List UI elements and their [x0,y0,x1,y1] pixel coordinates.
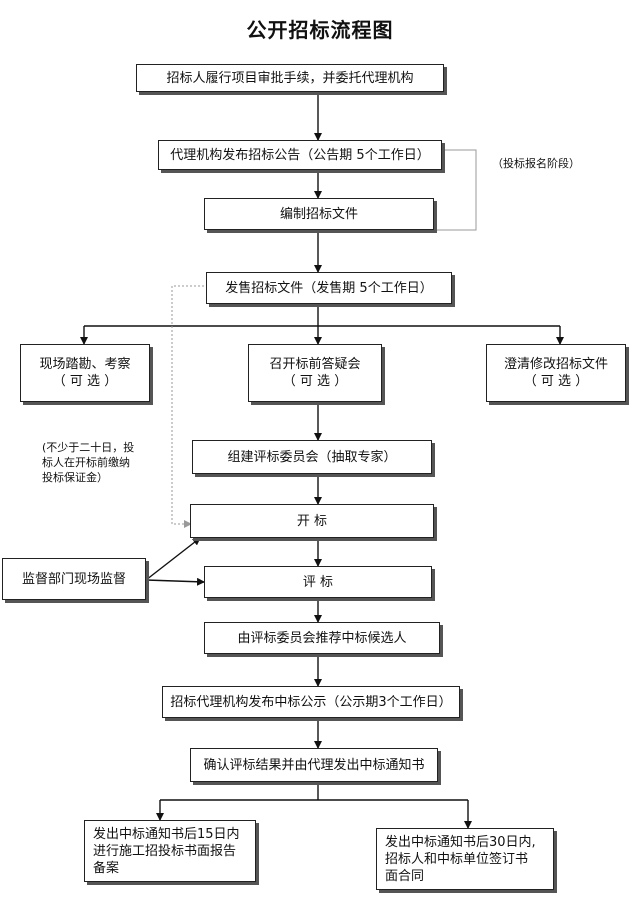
report-line1: 发出中标通知书后15日内 [93,826,240,842]
step-opening: 开 标 [190,504,434,538]
deposit-line3: 投标保证金） [42,471,108,484]
step-compile-docs: 编制招标文件 [204,198,434,230]
deposit-line1: (不少于二十日，投 [42,441,135,454]
step-report: 发出中标通知书后15日内 进行施工招投标书面报告 备案 [84,820,256,882]
step-pre-bid: 召开标前答疑会 （ 可 选 ） [248,344,382,402]
note-registration: （投标报名阶段） [492,157,580,170]
contract-line3: 面合同 [385,868,425,884]
report-line3: 备案 [93,860,120,876]
pre-bid-line1: 召开标前答疑会 [269,357,361,372]
step-recommend: 由评标委员会推荐中标候选人 [204,622,440,654]
registration-bracket [436,149,477,231]
step-entrust: 招标人履行项目审批手续，并委托代理机构 [136,64,444,92]
arrow-supervision-to-evaluation [145,577,205,586]
site-visit-line2: （ 可 选 ） [52,374,118,389]
step-committee: 组建评标委员会（抽取专家） [192,440,432,474]
step-sell-docs: 发售招标文件（发售期 5个工作日） [206,272,452,304]
step-publicity: 招标代理机构发布中标公示（公示期3个工作日） [162,686,460,718]
clarify-line1: 澄清修改招标文件 [503,357,608,372]
clarify-line2: （ 可 选 ） [523,374,589,389]
note-deposit: (不少于二十日，投 标人在开标前缴纳 投标保证金） [42,440,134,485]
deposit-dotted-arrowhead [184,520,192,528]
step-notify: 确认评标结果并由代理发出中标通知书 [190,748,438,782]
step-evaluation: 评 标 [204,566,432,598]
contract-line2: 招标人和中标单位签订书 [385,851,529,867]
page-title: 公开招标流程图 [246,18,394,42]
contract-line1: 发出中标通知书后30日内, [385,834,536,850]
supervision-box: 监督部门现场监督 [2,558,146,600]
arrow-supervision-to-opening [145,537,201,581]
step-announce: 代理机构发布招标公告（公告期 5个工作日） [158,140,442,170]
report-line2: 进行施工招投标书面报告 [93,843,237,859]
pre-bid-line2: （ 可 选 ） [282,374,348,389]
site-visit-line1: 现场踏勘、考察 [39,357,131,372]
step-contract: 发出中标通知书后30日内, 招标人和中标单位签订书 面合同 [376,828,554,890]
deposit-line2: 标人在开标前缴纳 [42,456,130,469]
step-clarify: 澄清修改招标文件 （ 可 选 ） [486,344,626,402]
step-site-visit: 现场踏勘、考察 （ 可 选 ） [20,344,150,402]
deposit-dotted-path [171,285,208,525]
